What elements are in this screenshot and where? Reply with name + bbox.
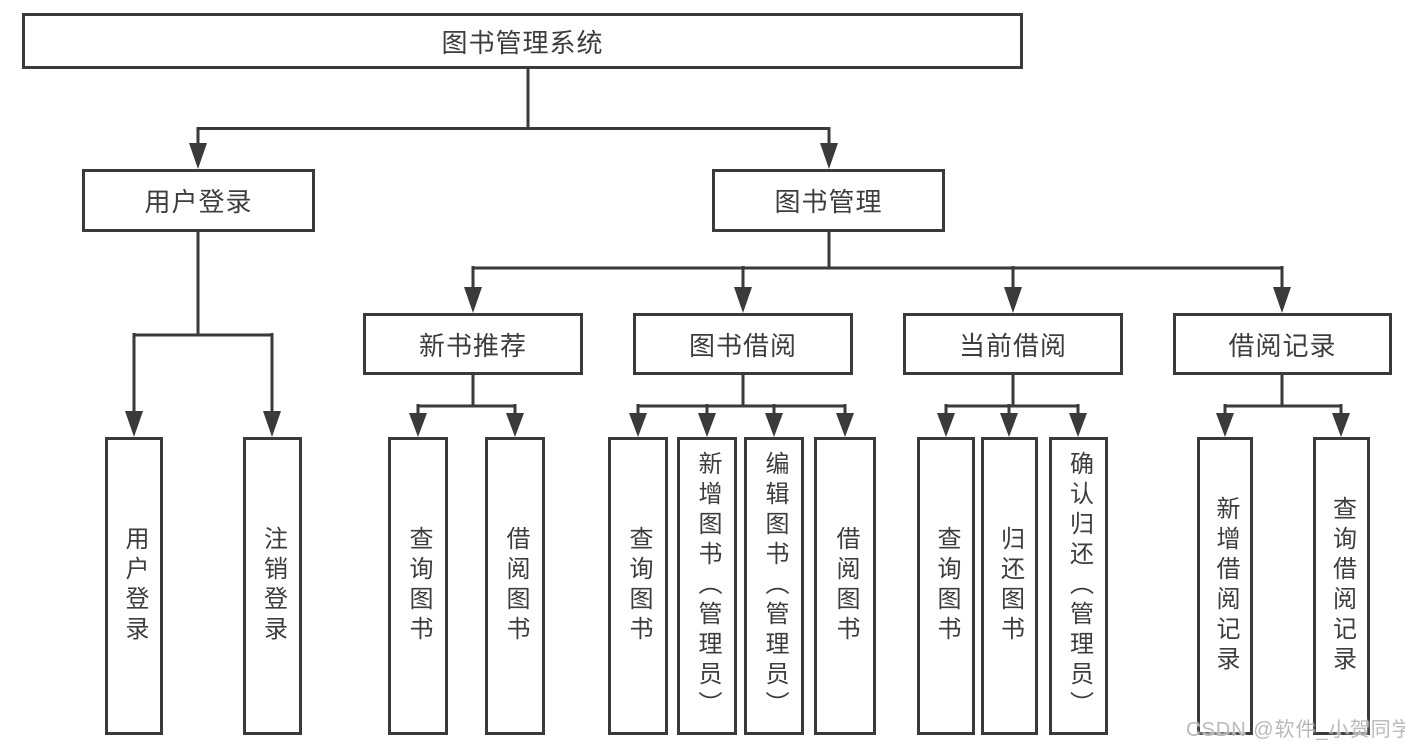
leaf-label: 归还图书 xyxy=(996,526,1024,646)
leaf-label: 确认归还（管理员） xyxy=(1065,451,1093,721)
node-label: 图书管理 xyxy=(774,187,883,217)
leaf-user-login: 用户登录 xyxy=(105,437,163,735)
node-label: 新书推荐 xyxy=(418,330,527,361)
leaf-label: 借阅图书 xyxy=(502,526,529,646)
leaf-confirm-return-admin: 确认归还（管理员） xyxy=(1049,437,1108,735)
leaf-return-books: 归还图书 xyxy=(981,437,1038,735)
leaf-borrow-books: 借阅图书 xyxy=(814,437,876,735)
node-new-book-recommendation: 新书推荐 xyxy=(363,313,583,375)
node-book-management: 图书管理 xyxy=(712,169,945,232)
leaf-label: 查询借阅记录 xyxy=(1328,496,1356,676)
leaf-label: 注销登录 xyxy=(259,526,287,646)
leaf-label: 编辑图书（管理员） xyxy=(761,451,788,721)
node-library-management-system: 图书管理系统 xyxy=(22,13,1023,69)
connector-current-borrowing-to-leaves xyxy=(937,375,1087,437)
node-user-login: 用户登录 xyxy=(82,169,315,232)
leaf-query-borrow-record: 查询借阅记录 xyxy=(1313,437,1370,735)
leaf-edit-books-admin: 编辑图书（管理员） xyxy=(744,437,804,735)
node-label: 当前借阅 xyxy=(958,330,1067,361)
node-label: 图书借阅 xyxy=(688,330,797,361)
leaf-label: 用户登录 xyxy=(121,526,148,646)
connector-new-book-recommendation-to-leaves xyxy=(409,375,524,437)
leaf-label: 新增图书（管理员） xyxy=(694,451,721,721)
node-book-borrowing: 图书借阅 xyxy=(633,313,853,375)
leaf-label: 查询图书 xyxy=(405,526,432,646)
connector-book-management-to-level3 xyxy=(464,232,1291,313)
leaf-query-books-recommendation: 查询图书 xyxy=(388,437,448,735)
leaf-add-books-admin: 新增图书（管理员） xyxy=(677,437,737,735)
leaf-borrow-books-recommendation: 借阅图书 xyxy=(485,437,545,735)
connector-book-borrowing-to-leaves xyxy=(629,375,854,437)
leaf-label: 查询图书 xyxy=(933,526,960,646)
node-current-borrowing: 当前借阅 xyxy=(903,313,1123,375)
csdn-watermark: CSDN @软件_小贺同学 xyxy=(1186,719,1405,741)
leaf-add-borrow-record: 新增借阅记录 xyxy=(1197,437,1253,735)
node-label: 借阅记录 xyxy=(1228,330,1337,361)
node-label: 用户登录 xyxy=(144,187,253,217)
connector-user-login-to-leaves xyxy=(125,232,281,437)
leaf-query-books-borrowing: 查询图书 xyxy=(608,437,668,735)
connector-borrow-records-to-leaves xyxy=(1216,375,1350,437)
leaf-query-books-current: 查询图书 xyxy=(917,437,975,735)
leaf-label: 查询图书 xyxy=(625,526,652,646)
leaf-label: 借阅图书 xyxy=(832,526,859,646)
connector-root-to-level2 xyxy=(189,69,838,169)
leaf-label: 新增借阅记录 xyxy=(1212,496,1239,676)
node-label: 图书管理系统 xyxy=(441,27,604,58)
node-borrow-records: 借阅记录 xyxy=(1173,313,1392,375)
leaf-logout: 注销登录 xyxy=(243,437,302,735)
